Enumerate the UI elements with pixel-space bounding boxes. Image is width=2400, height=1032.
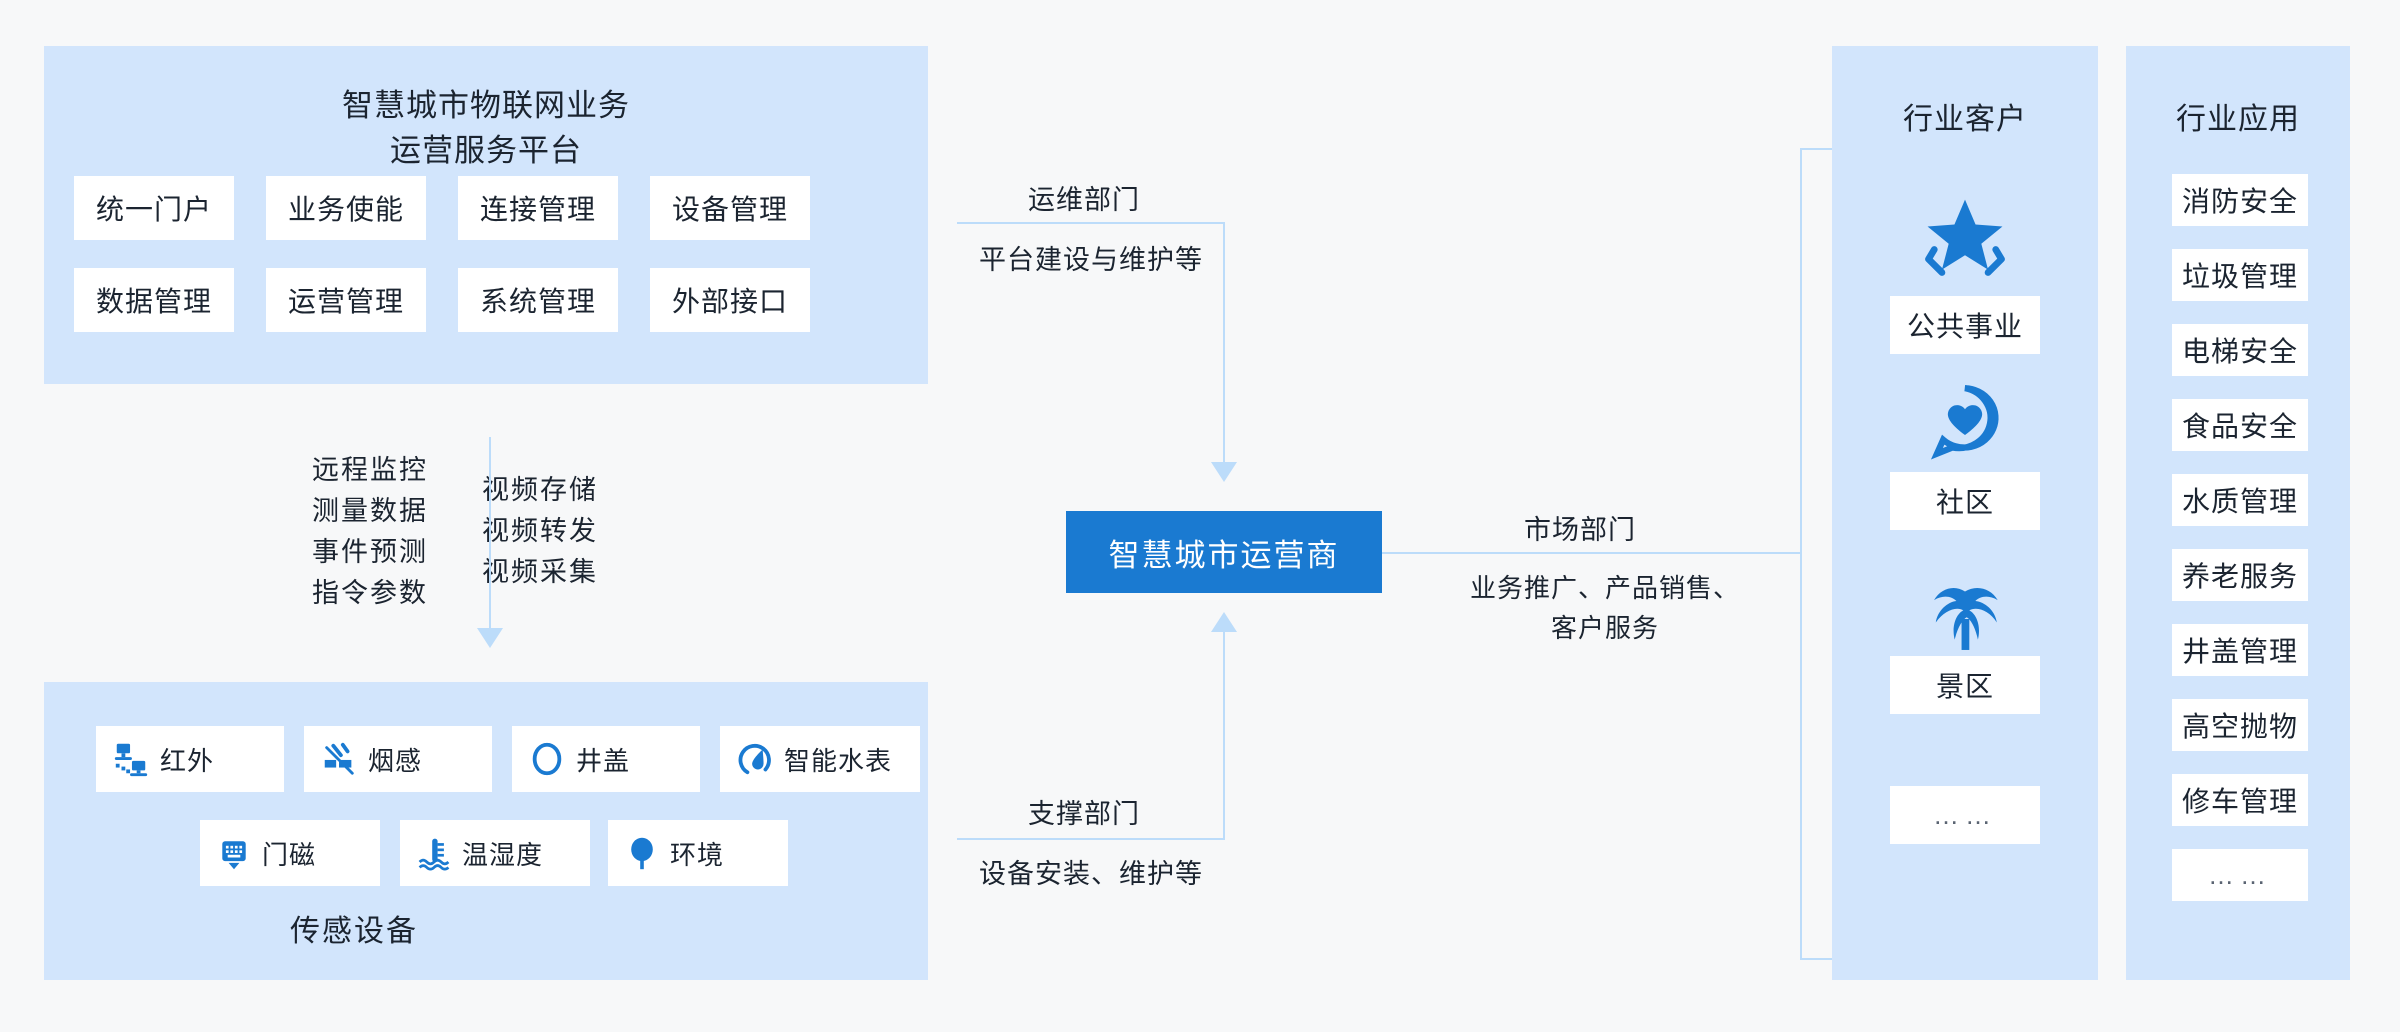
downlink-item: 指令参数 — [312, 578, 428, 609]
ops-flow-title: 运维部门 — [1028, 185, 1140, 215]
temperature-humidity-icon — [416, 835, 452, 871]
market-flow-desc-line1: 业务推广、产品销售、 — [1469, 573, 1740, 603]
ops-flow-desc: 平台建设与维护等 — [979, 245, 1203, 275]
sensor-chip-environment[interactable]: 环境 — [608, 820, 788, 886]
downlink-item: 测量数据 — [312, 496, 428, 527]
sensor-chip-infrared[interactable]: 红外 — [96, 726, 284, 792]
customer-panel-title: 行业客户 — [1903, 103, 2027, 136]
sensor-label: 环境 — [670, 839, 725, 870]
customer-chip-public-utility[interactable]: 公共事业 — [1890, 296, 2040, 354]
application-chip[interactable]: 井盖管理 — [2172, 624, 2308, 676]
market-flow-desc: 业务推广、产品销售、 客户服务 — [1440, 568, 1770, 649]
support-flow-horizontal-line — [957, 838, 1225, 840]
application-chip[interactable]: 食品安全 — [2172, 399, 2308, 451]
market-flow-title: 市场部门 — [1524, 515, 1636, 545]
support-flow-desc: 设备安装、维护等 — [979, 859, 1203, 889]
no-smoking-icon — [320, 740, 358, 778]
sensor-label: 井盖 — [576, 745, 631, 776]
sensor-label: 温湿度 — [462, 839, 544, 870]
platform-panel-title: 智慧城市物联网业务 运营服务平台 — [44, 84, 928, 174]
sensor-label: 红外 — [160, 745, 215, 776]
customer-bracket-vertical-line — [1800, 148, 1802, 960]
video-item: 视频存储 — [482, 475, 598, 505]
customer-chip-scenic-area[interactable]: 景区 — [1890, 656, 2040, 714]
application-chip[interactable]: 垃圾管理 — [2172, 249, 2308, 301]
ops-flow-vertical-line — [1223, 222, 1225, 464]
customer-chip-more[interactable]: …… — [1890, 786, 2040, 844]
application-chip[interactable]: 消防安全 — [2172, 174, 2308, 226]
application-chip[interactable]: 养老服务 — [2172, 549, 2308, 601]
customer-bracket-bottom-line — [1800, 958, 1834, 960]
sensor-label: 烟感 — [368, 745, 423, 776]
platform-module-chip[interactable]: 业务使能 — [266, 176, 426, 240]
palm-tree-icon — [1832, 576, 2098, 662]
sensor-to-platform-video-list: 视频存储 视频转发 视频采集 — [450, 470, 630, 593]
video-item: 视频采集 — [482, 557, 598, 588]
support-flow-title: 支撑部门 — [1028, 799, 1140, 829]
infrared-sensor-icon — [112, 740, 150, 778]
customer-chip-community[interactable]: 社区 — [1890, 472, 2040, 530]
platform-title-line2: 运营服务平台 — [390, 132, 582, 168]
platform-module-chip[interactable]: 连接管理 — [458, 176, 618, 240]
sensor-chip-water-meter[interactable]: 智能水表 — [720, 726, 920, 792]
downlink-item: 事件预测 — [312, 537, 428, 568]
sensor-chip-temp-humidity[interactable]: 温湿度 — [400, 820, 590, 886]
customer-bracket-top-line — [1800, 148, 1834, 150]
sensor-label: 门磁 — [262, 839, 317, 870]
platform-module-chip[interactable]: 设备管理 — [650, 176, 810, 240]
platform-module-chip[interactable]: 外部接口 — [650, 268, 810, 332]
platform-to-sensor-downlink-list: 远程监控 测量数据 事件预测 指令参数 — [280, 450, 460, 614]
market-flow-horizontal-line — [1382, 552, 1802, 554]
video-item: 视频转发 — [482, 516, 598, 547]
platform-module-chip[interactable]: 系统管理 — [458, 268, 618, 332]
operator-box[interactable]: 智慧城市运营商 — [1066, 511, 1382, 593]
market-flow-desc-line2: 客户服务 — [1550, 613, 1659, 644]
application-chip[interactable]: 高空抛物 — [2172, 699, 2308, 751]
star-scenic-icon — [1832, 190, 2098, 286]
platform-module-chip[interactable]: 运营管理 — [266, 268, 426, 332]
chat-heart-icon — [1832, 382, 2098, 460]
mid-arrow-down-icon — [477, 628, 503, 648]
door-magnet-icon — [216, 835, 252, 871]
sensor-chip-smoke[interactable]: 烟感 — [304, 726, 492, 792]
environment-tree-icon — [624, 835, 660, 871]
mid-vertical-line — [489, 437, 491, 632]
sensor-chip-door-magnet[interactable]: 门磁 — [200, 820, 380, 886]
platform-title-line1: 智慧城市物联网业务 — [342, 88, 630, 123]
application-chip-more[interactable]: …… — [2172, 849, 2308, 901]
downlink-item: 远程监控 — [312, 455, 428, 485]
ops-flow-horizontal-line — [957, 222, 1225, 224]
platform-module-chip[interactable]: 统一门户 — [74, 176, 234, 240]
application-chip[interactable]: 修车管理 — [2172, 774, 2308, 826]
sensor-panel-caption: 传感设备 — [290, 915, 418, 948]
operator-label: 智慧城市运营商 — [1108, 537, 1340, 573]
application-chip[interactable]: 水质管理 — [2172, 474, 2308, 526]
sensor-label: 智能水表 — [784, 745, 893, 776]
manhole-cover-icon — [528, 740, 566, 778]
platform-module-chip[interactable]: 数据管理 — [74, 268, 234, 332]
support-flow-arrow-up-icon — [1211, 612, 1237, 632]
ops-flow-arrow-down-icon — [1211, 462, 1237, 482]
water-meter-icon — [736, 740, 774, 778]
sensor-chip-manhole[interactable]: 井盖 — [512, 726, 700, 792]
applications-panel-title: 行业应用 — [2176, 103, 2300, 136]
application-chip[interactable]: 电梯安全 — [2172, 324, 2308, 376]
support-flow-vertical-line — [1223, 632, 1225, 838]
